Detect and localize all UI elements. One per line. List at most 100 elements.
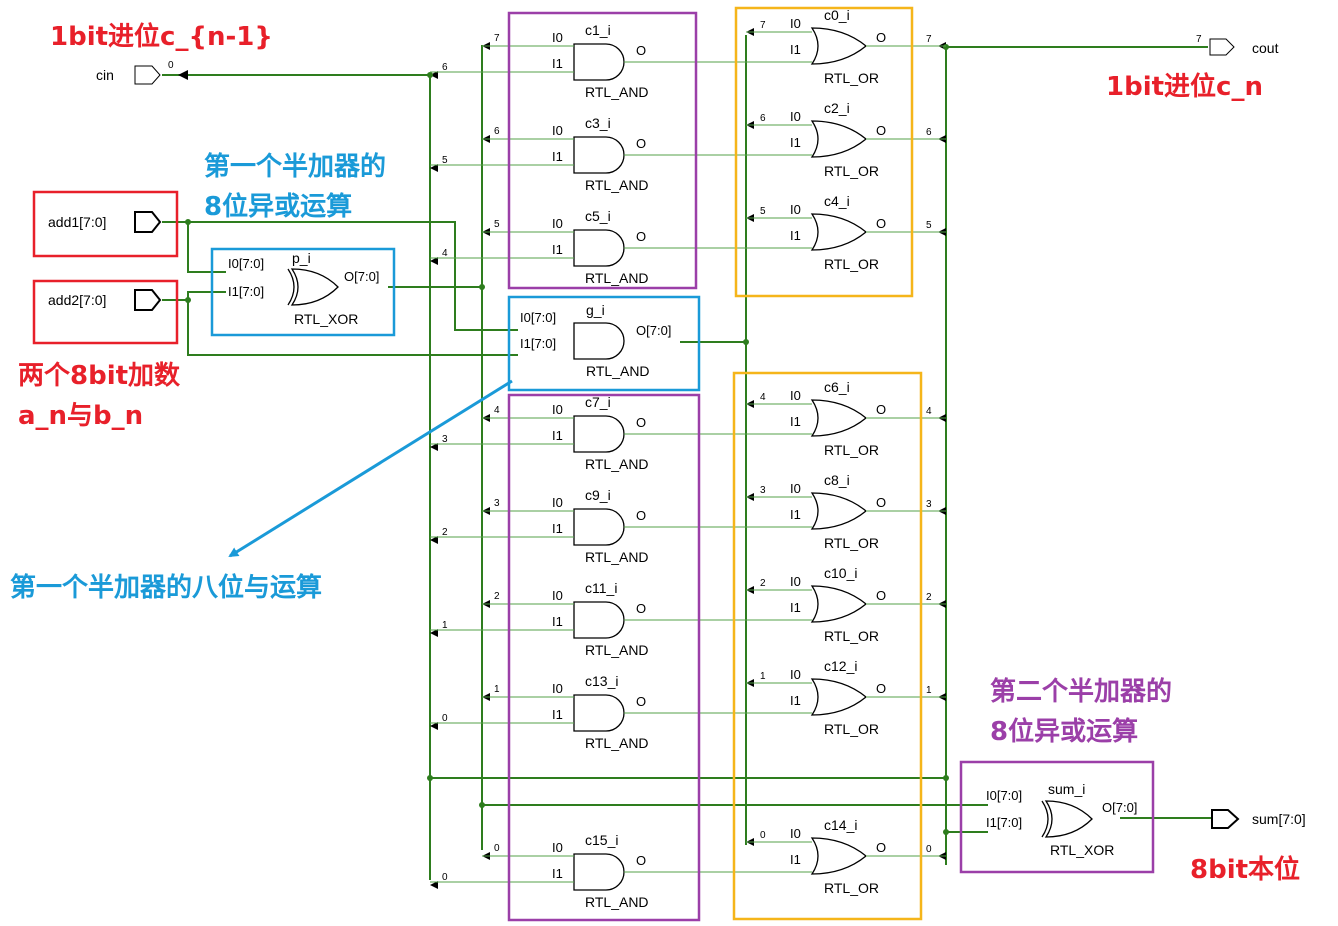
add2-highlight-box (32, 279, 179, 345)
or-i0-pin: I0 (790, 16, 801, 31)
wire-junction (185, 219, 191, 225)
and-i1-pin: I1 (552, 242, 563, 257)
annotation-xor2-line1: 第二个半加器的 (990, 676, 1172, 707)
g-gate-name: g_i (586, 302, 605, 318)
annotation-and1: 第一个半加器的八位与运算 (10, 572, 322, 603)
p-i1-pin: I1[7:0] (228, 284, 264, 299)
bus-tap (430, 71, 438, 79)
wire-junction (943, 44, 949, 50)
bus-tap (430, 881, 438, 889)
and-o-pin: O (636, 601, 646, 616)
cout-port[interactable]: cout 7 (1196, 34, 1279, 56)
or-gate-type: RTL_OR (824, 721, 879, 737)
and-lower-highlight-box (507, 393, 701, 922)
or-gate-name: c8_i (824, 472, 850, 488)
and-i0-pin: I0 (552, 588, 563, 603)
and-gate-column: c1_iI0I1ORTL_ANDc3_iI0I1ORTL_ANDc5_iI0I1… (430, 22, 812, 910)
or-gate-type: RTL_OR (824, 70, 879, 86)
sum-gate-type: RTL_XOR (1050, 842, 1114, 858)
and-i0-pin: I0 (552, 840, 563, 855)
and1-pointer-arrow (228, 379, 513, 558)
and-gate-name: c1_i (585, 22, 611, 38)
and-gate-type: RTL_AND (585, 894, 649, 910)
add1-highlight-box (32, 190, 179, 258)
sum-i1-pin: I1[7:0] (986, 815, 1022, 830)
and-i1-pin: I1 (552, 428, 563, 443)
add2-label: add2[7:0] (48, 292, 106, 308)
or-in-bus-bit: 5 (760, 206, 766, 217)
or-i1-pin: I1 (790, 414, 801, 429)
and-gate-name: c7_i (585, 394, 611, 410)
annotation-carry-out: 1bit进位c_n (1106, 71, 1263, 102)
wire-junction (185, 297, 191, 303)
or-out-bus-bit: 7 (926, 34, 932, 45)
bus-tap (430, 443, 438, 451)
annotation-carry-in: 1bit进位c_{n-1} (50, 21, 273, 52)
sum-i0-pin: I0[7:0] (986, 788, 1022, 803)
and-o-pin: O (636, 43, 646, 58)
g-o-pin: O[7:0] (636, 323, 671, 338)
or-o-pin: O (876, 402, 886, 417)
sum-port[interactable]: sum[7:0] (1211, 809, 1306, 829)
xor2-highlight-box (959, 760, 1155, 874)
or-o-pin: O (876, 495, 886, 510)
add1-port[interactable]: add1[7:0] (48, 211, 162, 233)
cin-bit: 0 (168, 60, 174, 71)
wire-junction (479, 284, 485, 290)
annotation-xor2-line2: 8位异或运算 (990, 716, 1138, 747)
or-i1-pin: I1 (790, 507, 801, 522)
or-in-bus-bit: 3 (760, 485, 766, 496)
or-i0-pin: I0 (790, 667, 801, 682)
and-bus-bit: 2 (494, 591, 500, 602)
wire-junction (479, 802, 485, 808)
p-xor-gate[interactable]: p_i I0[7:0] I1[7:0] O[7:0] RTL_XOR (228, 250, 379, 327)
or-i1-pin: I1 (790, 42, 801, 57)
and-gate-type: RTL_AND (585, 456, 649, 472)
or-gate-type: RTL_OR (824, 163, 879, 179)
or-in-bus-bit: 1 (760, 671, 766, 682)
and-i0-pin: I0 (552, 123, 563, 138)
sum-o-pin: O[7:0] (1102, 800, 1137, 815)
and-i1-pin: I1 (552, 149, 563, 164)
or-gate-type: RTL_OR (824, 628, 879, 644)
cin-port[interactable]: cin 0 (96, 60, 188, 85)
add2-port[interactable]: add2[7:0] (48, 289, 162, 311)
and-o-pin: O (636, 136, 646, 151)
or-i0-pin: I0 (790, 826, 801, 841)
annotation-xor1-line1: 第一个半加器的 (204, 151, 386, 182)
and-gate-name: c3_i (585, 115, 611, 131)
or-lower-highlight-box (732, 371, 923, 921)
or-gate-column: c0_iI0I1ORTL_ORc2_iI0I1ORTL_ORc4_iI0I1OR… (746, 7, 946, 896)
sum-xor-gate[interactable]: sum_i I0[7:0] I1[7:0] O[7:0] RTL_XOR (986, 781, 1137, 858)
left-bus-bit: 2 (442, 527, 448, 538)
bus-tap (430, 536, 438, 544)
and-o-pin: O (636, 415, 646, 430)
and-i1-pin: I1 (552, 707, 563, 722)
or-in-bus-bit: 2 (760, 578, 766, 589)
and-gate-type: RTL_AND (585, 642, 649, 658)
left-bus-bit: 0 (442, 872, 448, 883)
p-gate-type: RTL_XOR (294, 311, 358, 327)
or-i1-pin: I1 (790, 693, 801, 708)
left-bus-bit: 4 (442, 248, 448, 259)
or-o-pin: O (876, 588, 886, 603)
g-and-gate[interactable]: g_i I0[7:0] I1[7:0] O[7:0] RTL_AND (520, 302, 671, 379)
and-gate-type: RTL_AND (585, 177, 649, 193)
and-gate-name: c13_i (585, 673, 618, 689)
